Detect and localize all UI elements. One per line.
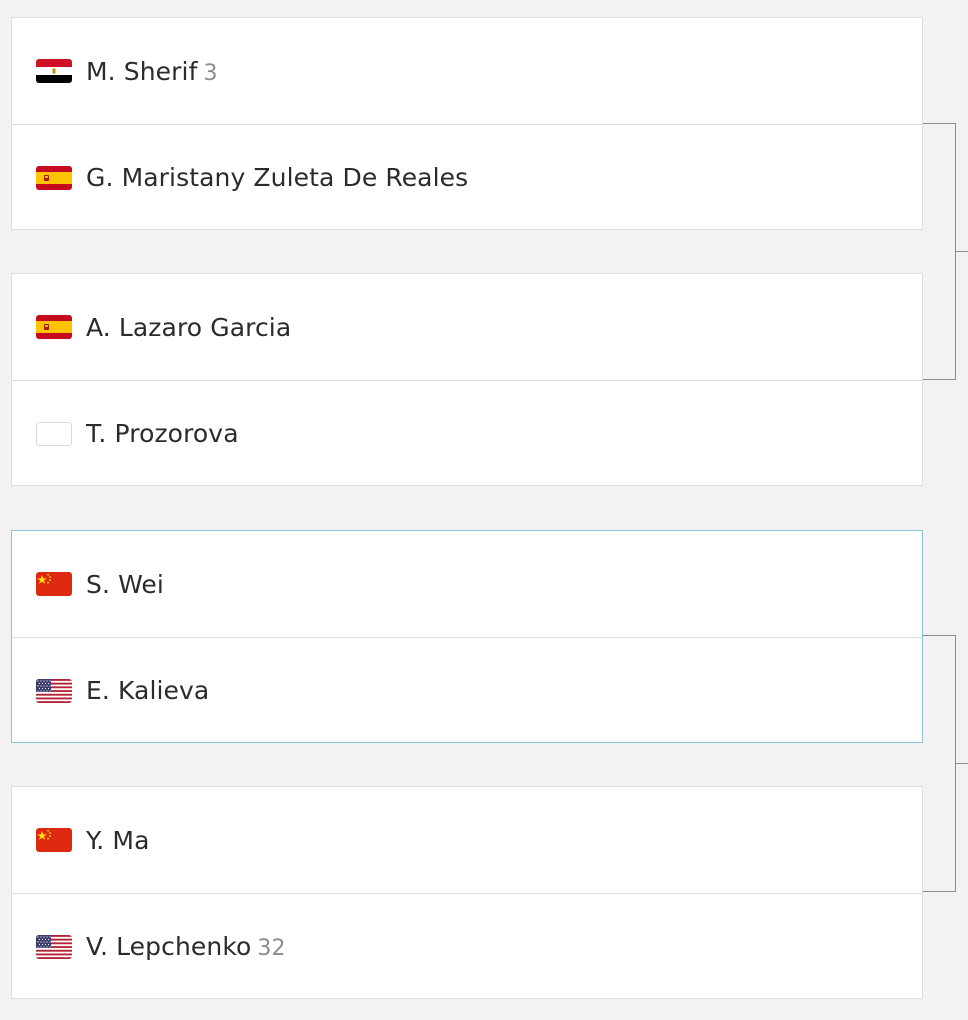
player-name: G. Maristany Zuleta De Reales [86,163,468,192]
player-name: E. Kalieva [86,676,209,705]
player-name-text: A. Lazaro Garcia [86,312,292,342]
player-row[interactable]: Y. Ma [12,787,922,893]
player-seed: 32 [257,936,286,961]
match-card[interactable]: A. Lazaro Garcia T. Prozorova [11,273,923,486]
player-name: T. Prozorova [86,419,239,448]
player-name: Y. Ma [86,826,150,855]
usa-flag-icon [36,678,72,703]
player-name: S. Wei [86,570,164,599]
usa-flag-icon [36,934,72,959]
blank-flag-icon [36,421,72,446]
player-name: A. Lazaro Garcia [86,313,291,342]
player-name-text: Y. Ma [86,825,150,855]
china-flag-icon [36,828,72,852]
bracket-connector-stub [956,251,968,252]
egypt-flag-icon [36,59,72,83]
china-flag-icon [36,572,72,596]
player-name-text: E. Kalieva [86,676,210,705]
bracket-connector-stub [956,763,968,764]
player-row[interactable]: A. Lazaro Garcia [12,274,922,380]
bracket-connector [923,635,956,892]
player-name-text: S. Wei [86,569,164,599]
player-row[interactable]: S. Wei [12,531,922,637]
bracket-connector [923,123,956,380]
spain-flag-icon [36,315,72,339]
player-name-text: T. Prozorova [86,419,239,448]
player-seed: 3 [203,60,218,86]
player-name-text: G. Maristany Zuleta De Reales [86,163,469,192]
player-row[interactable]: T. Prozorova [12,380,922,486]
player-row[interactable]: G. Maristany Zuleta De Reales [12,124,922,230]
player-name-text: V. Lepchenko [86,932,252,961]
spain-flag-icon [36,165,72,190]
match-card-selected[interactable]: S. Wei E. Kalieva [11,530,923,743]
player-name-text: M. Sherif [86,56,198,86]
player-row[interactable]: E. Kalieva [12,637,922,743]
